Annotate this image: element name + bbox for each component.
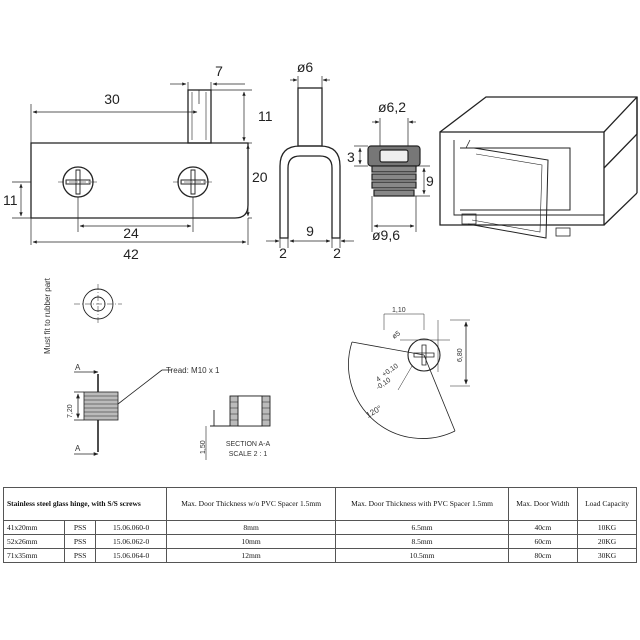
cabinet-box-drawing <box>439 96 638 239</box>
table-cell: 20KG <box>577 534 637 549</box>
rotation-view <box>348 313 470 439</box>
table-header-thickness-no-spacer: Max. Door Thickness w/o PVC Spacer 1.5mm <box>165 487 337 521</box>
technical-drawing: 30 7 11 20 11 24 42 ø6 9 2 2 <box>3 59 638 460</box>
dim-fork-leg-right: 2 <box>333 245 341 261</box>
section-dim: 1,50 <box>200 440 207 454</box>
section-scale: SCALE 2 : 1 <box>229 451 268 458</box>
fork-view <box>279 87 341 239</box>
table-header-thickness-spacer: Max. Door Thickness with PVC Spacer 1.5m… <box>335 487 509 521</box>
table-cell: 41x20mm <box>3 520 65 535</box>
table-header-load: Load Capacity <box>577 487 637 521</box>
dim-plate-height: 20 <box>252 169 268 185</box>
dim-bush-flange: 3 <box>347 149 355 165</box>
table-row: 71x35mm PSS 15.06.064-0 12mm 10.5mm 80cm… <box>3 548 637 563</box>
dim-pin-height: 11 <box>258 108 273 124</box>
dim-fork-pin-dia: ø6 <box>297 59 314 75</box>
table-header-product: Stainless steel glass hinge, with S/S sc… <box>3 487 167 521</box>
table-row: 52x26mm PSS 15.06.062-0 10mm 8.5mm 60cm … <box>3 534 637 549</box>
rotation-dia-small: ø5 <box>391 330 402 340</box>
table-cell: 15.06.064-0 <box>95 548 167 563</box>
table-cell: PSS <box>63 534 97 549</box>
dim-hinge-length: 30 <box>104 91 120 107</box>
spec-table: Stainless steel glass hinge, with S/S sc… <box>3 487 637 563</box>
table-cell: 40cm <box>507 520 579 535</box>
table-cell: 12mm <box>165 548 337 563</box>
bushing-view <box>367 145 421 197</box>
thread-view <box>74 369 172 456</box>
table-cell: PSS <box>63 548 97 563</box>
dim-fork-gap: 9 <box>306 223 314 239</box>
rubber-note: Must fit to rubber part <box>43 277 52 354</box>
table-cell: 10mm <box>165 534 337 549</box>
dim-total-length: 42 <box>123 246 139 262</box>
table-cell: 71x35mm <box>3 548 65 563</box>
table-cell: 8.5mm <box>335 534 509 549</box>
rotation-tol-four: 4 <box>375 376 382 384</box>
dim-bush-outer: ø9,6 <box>372 227 400 243</box>
bushing-dimensions <box>354 118 430 232</box>
thread-spec: Tread: M10 x 1 <box>166 366 220 375</box>
table-header-door-width: Max. Door Width <box>507 487 579 521</box>
rubber-part-view <box>74 284 122 324</box>
dim-hole-offset: 11 <box>3 192 18 208</box>
table-cell: 52x26mm <box>3 534 65 549</box>
table-cell: PSS <box>63 520 97 535</box>
table-cell: 8mm <box>165 520 337 535</box>
rotation-tol-pos: +0,10 <box>381 363 400 379</box>
table-cell: 6.5mm <box>335 520 509 535</box>
table-cell: 30KG <box>577 548 637 563</box>
table-cell: 10KG <box>577 520 637 535</box>
table-cell: 15.06.062-0 <box>95 534 167 549</box>
section-mark-top: A <box>75 363 81 372</box>
fork-dimensions <box>266 76 354 248</box>
dim-fork-leg-left: 2 <box>279 245 287 261</box>
rotation-dim-680: 6,80 <box>457 348 464 362</box>
dim-bush-dia: ø6,2 <box>378 99 406 115</box>
hinge-pin <box>187 89 212 144</box>
table-cell: 15.06.060-0 <box>95 520 167 535</box>
fork-pin <box>297 87 323 147</box>
hinge-dimensions <box>12 82 252 245</box>
section-mark-bottom: A <box>75 444 81 453</box>
rotation-angle: 120° <box>365 404 384 420</box>
section-view <box>205 395 271 460</box>
dim-hole-spacing: 24 <box>123 225 139 241</box>
table-cell: 80cm <box>507 548 579 563</box>
hinge-plate-view <box>30 89 249 219</box>
thread-length: 7,20 <box>67 404 74 418</box>
dim-bush-length: 9 <box>426 173 434 189</box>
rotation-dim-110: 1,10 <box>392 307 406 314</box>
section-title: SECTION A-A <box>226 441 271 448</box>
glass-door <box>467 147 549 239</box>
table-cell: 60cm <box>507 534 579 549</box>
table-header-row: Stainless steel glass hinge, with S/S sc… <box>3 487 637 521</box>
dim-pin-width: 7 <box>215 63 223 79</box>
table-cell: 10.5mm <box>335 548 509 563</box>
table-row: 41x20mm PSS 15.06.060-0 8mm 6.5mm 40cm 1… <box>3 520 637 535</box>
